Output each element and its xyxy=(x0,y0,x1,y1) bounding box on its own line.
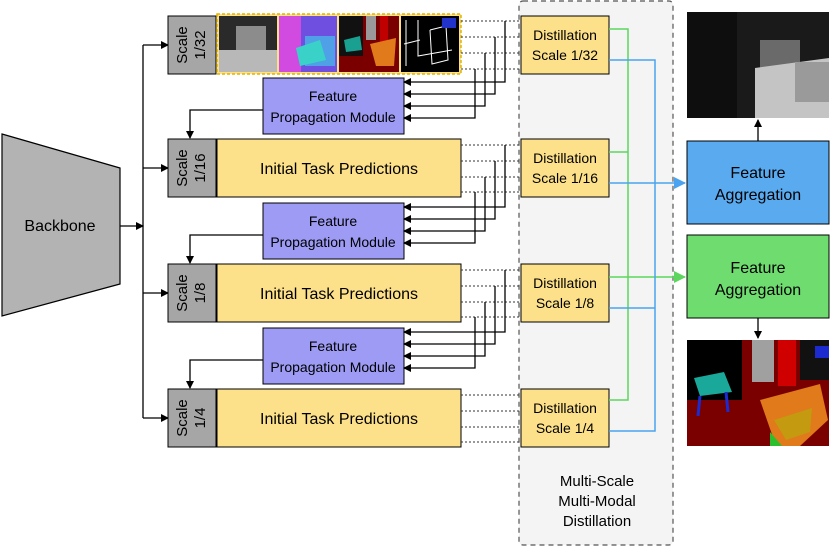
distillation-1-16: Distillation Scale 1/16 xyxy=(520,138,610,198)
prediction-dotted-links xyxy=(461,20,520,443)
green-links xyxy=(609,28,686,401)
svg-text:Feature: Feature xyxy=(309,213,357,229)
svg-text:Propagation Module: Propagation Module xyxy=(270,359,396,375)
svg-text:Scale 1/8: Scale 1/8 xyxy=(536,295,595,311)
segmentation-output-image xyxy=(687,340,829,446)
segmentation-thumbnail xyxy=(339,16,399,72)
svg-text:Scale: Scale xyxy=(174,26,191,64)
normals-thumbnail xyxy=(279,16,337,72)
scale-box-1-32: Scale 1/32 xyxy=(167,15,217,75)
prediction-thumbnails xyxy=(216,13,462,75)
svg-text:Initial Task Predictions: Initial Task Predictions xyxy=(260,286,418,303)
fpm-input-arrows xyxy=(403,21,506,372)
blue-links xyxy=(609,59,686,432)
svg-text:Initial Task Predictions: Initial Task Predictions xyxy=(260,411,418,428)
svg-text:Scale 1/4: Scale 1/4 xyxy=(536,420,595,436)
svg-text:Feature: Feature xyxy=(730,165,785,182)
svg-text:Propagation Module: Propagation Module xyxy=(270,109,396,125)
svg-text:Aggregation: Aggregation xyxy=(715,187,801,204)
svg-text:Distillation: Distillation xyxy=(533,275,597,291)
svg-text:1/8: 1/8 xyxy=(192,283,209,304)
svg-text:Initial Task Predictions: Initial Task Predictions xyxy=(260,161,418,178)
initial-predictions-1-4: Initial Task Predictions xyxy=(216,388,462,448)
feature-aggregation-seg: Feature Aggregation xyxy=(686,234,830,319)
initial-predictions-1-8: Initial Task Predictions xyxy=(216,263,462,323)
msmm-label-line1: Multi-Scale xyxy=(560,473,634,490)
svg-text:Feature: Feature xyxy=(730,260,785,277)
svg-text:Feature: Feature xyxy=(309,338,357,354)
svg-text:Distillation: Distillation xyxy=(533,400,597,416)
depth-thumbnail xyxy=(219,16,277,72)
scale-box-1-16: Scale 1/16 xyxy=(167,138,217,198)
svg-text:Scale: Scale xyxy=(174,274,191,312)
svg-text:Scale: Scale xyxy=(174,149,191,187)
svg-text:1/4: 1/4 xyxy=(192,408,209,429)
msmm-label-line2: Multi-Modal xyxy=(558,493,636,510)
svg-text:Propagation Module: Propagation Module xyxy=(270,234,396,250)
svg-text:Scale 1/32: Scale 1/32 xyxy=(532,47,598,63)
backbone-connectors xyxy=(120,41,169,422)
distillation-1-32: Distillation Scale 1/32 xyxy=(520,15,610,75)
fpm-2: Feature Propagation Module xyxy=(262,202,405,260)
svg-text:1/16: 1/16 xyxy=(192,153,209,182)
depth-output-image xyxy=(687,12,829,118)
svg-text:Feature: Feature xyxy=(309,88,357,104)
scale-box-1-4: Scale 1/4 xyxy=(167,388,217,448)
distillation-1-4: Distillation Scale 1/4 xyxy=(520,388,610,448)
fpm-outputs xyxy=(186,109,263,389)
msmm-label-line3: Distillation xyxy=(563,513,631,530)
svg-text:Distillation: Distillation xyxy=(533,27,597,43)
backbone-label: Backbone xyxy=(24,218,95,235)
svg-text:Aggregation: Aggregation xyxy=(715,282,801,299)
fpm-1: Feature Propagation Module xyxy=(262,77,405,135)
backbone-block xyxy=(1,133,121,317)
edges-thumbnail xyxy=(401,16,459,72)
svg-text:Scale 1/16: Scale 1/16 xyxy=(532,170,598,186)
svg-text:Distillation: Distillation xyxy=(533,150,597,166)
svg-text:Scale: Scale xyxy=(174,399,191,437)
svg-text:1/32: 1/32 xyxy=(192,30,209,59)
scale-box-1-8: Scale 1/8 xyxy=(167,263,217,323)
distillation-1-8: Distillation Scale 1/8 xyxy=(520,263,610,323)
initial-predictions-1-16: Initial Task Predictions xyxy=(216,138,462,198)
fpm-3: Feature Propagation Module xyxy=(262,327,405,385)
feature-aggregation-depth: Feature Aggregation xyxy=(686,140,830,225)
